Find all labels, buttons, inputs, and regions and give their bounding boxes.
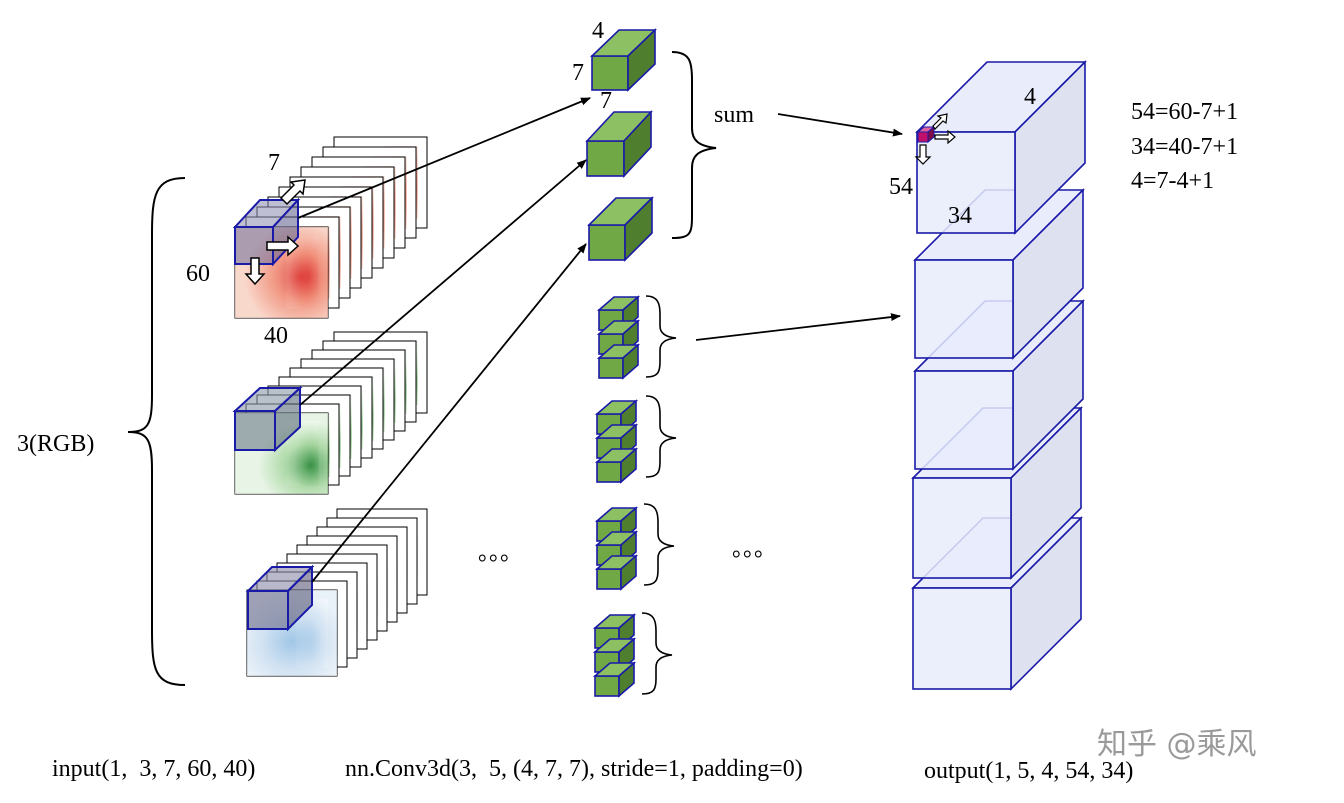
output-map-front: [916, 131, 1016, 234]
output-feature-maps: [911, 60, 1087, 691]
kernel-cube-g: [586, 140, 625, 177]
kernel-depth-label: 4: [592, 18, 604, 44]
input-height-label: 60: [186, 261, 210, 287]
filter-3-brace: [645, 395, 677, 478]
output-map-front: [912, 587, 1012, 690]
slide-arrows-input: [244, 179, 306, 286]
slide-depth-arrow-icon: [279, 179, 306, 206]
small-kernel-cube-side: [620, 447, 637, 484]
small-kernel-cube: [596, 568, 622, 590]
input-width-label: 40: [264, 323, 288, 349]
conv-layer-caption: nn.Conv3d(3, 5, (4, 7, 7), stride=1, pad…: [345, 756, 803, 782]
sum-brace: [671, 51, 717, 239]
output-down-arrow-icon: [914, 144, 932, 165]
channels-label: 3(RGB): [17, 431, 94, 457]
arrow-sum-to-output: [777, 113, 903, 137]
blue-kernel-window: [245, 564, 315, 632]
output-depth-label: 4: [1024, 84, 1036, 110]
kernel-height-label: 7: [572, 60, 584, 86]
output-height-label: 54: [889, 174, 913, 200]
filter-4-brace: [643, 503, 675, 586]
slide-down-arrow-icon: [244, 257, 266, 286]
output-pixel: [916, 125, 936, 144]
kernel-cubes-filter-1: [585, 28, 657, 262]
kernel-cube-b-side: [624, 196, 653, 262]
arrow-blue-to-kernel: [311, 243, 587, 583]
arrow-filter2-to-output: [695, 313, 901, 341]
small-kernel-cube-side: [620, 554, 637, 591]
kernel-cube-g-side: [623, 109, 652, 179]
output-map-front: [914, 370, 1014, 470]
formula-depth: 4=7-4+1: [1131, 168, 1214, 194]
ellipsis-output: 。。。: [732, 536, 776, 561]
arrow-red-to-kernel: [297, 97, 591, 219]
filter-5-brace: [641, 612, 673, 695]
formula-height: 54=60-7+1: [1131, 99, 1238, 125]
small-kernel-cube: [598, 357, 624, 379]
filter-2-brace: [645, 295, 677, 378]
output-depth-arrow-icon: [932, 113, 948, 130]
input-shape-caption: input(1, 3, 7, 60, 40): [52, 756, 255, 782]
kernel-cube-r-side: [627, 28, 656, 92]
kernel-width-label: 7: [600, 88, 612, 114]
output-map-front: [914, 259, 1014, 359]
output-map-front: [912, 477, 1012, 579]
watermark: 知乎 @乘风: [1097, 727, 1257, 762]
output-width-label: 34: [948, 203, 972, 229]
green-kernel-window: [232, 385, 303, 453]
ellipsis-input: 。。。: [478, 540, 522, 565]
small-kernel-cube: [594, 675, 620, 697]
small-kernel-cube: [596, 461, 622, 483]
arrow-green-to-kernel: [299, 159, 587, 406]
slide-arrows-output: [914, 113, 956, 165]
kernel-cube-b: [588, 224, 626, 261]
slide-right-arrow-icon: [266, 235, 300, 257]
formula-width: 34=40-7+1: [1131, 134, 1238, 160]
output-shape-caption: output(1, 5, 4, 54, 34): [924, 758, 1133, 784]
kernel-cubes-other-filters: [592, 295, 641, 698]
small-kernel-cube-side: [618, 661, 635, 698]
input-depth-label: 7: [268, 150, 280, 176]
output-right-arrow-icon: [934, 129, 956, 145]
channels-brace: [127, 177, 186, 686]
kernel-cube-r: [591, 55, 629, 91]
small-kernel-cube-side: [622, 343, 639, 380]
connection-arrows: [297, 97, 903, 583]
sum-label: sum: [714, 102, 754, 128]
